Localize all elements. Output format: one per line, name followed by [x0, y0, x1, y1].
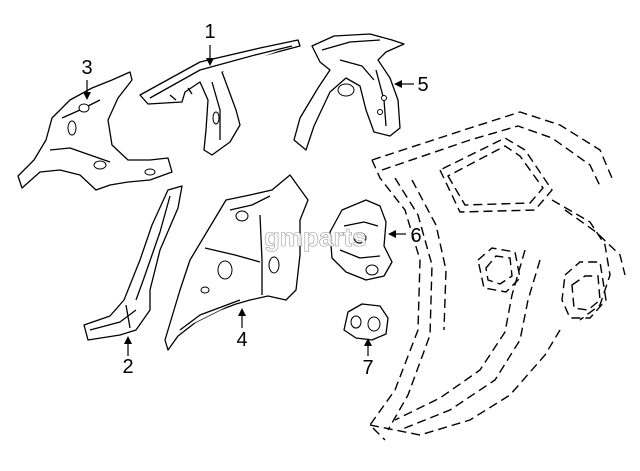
part-1-roof-rail-pillar	[139, 39, 301, 156]
vehicle-quarter-outline	[369, 111, 626, 441]
callout-5: 5	[417, 74, 428, 96]
callout-7: 7	[362, 357, 373, 379]
watermark-logo: gmparts	[264, 222, 367, 252]
callout-leaders	[83, 45, 414, 356]
part-4-wheelhouse-inner	[164, 174, 309, 351]
part-6-bracket	[329, 199, 393, 281]
callout-6: 6	[410, 225, 421, 247]
callout-2: 2	[122, 356, 133, 378]
callout-1: 1	[204, 21, 215, 43]
callout-4: 4	[236, 329, 247, 351]
part-7-small-bracket	[343, 303, 389, 341]
part-2-lower-pillar	[83, 185, 183, 341]
part-3-inner-quarter-panel	[17, 71, 173, 191]
callout-3: 3	[81, 57, 92, 79]
part-5-pillar-reinforcement	[293, 33, 405, 151]
